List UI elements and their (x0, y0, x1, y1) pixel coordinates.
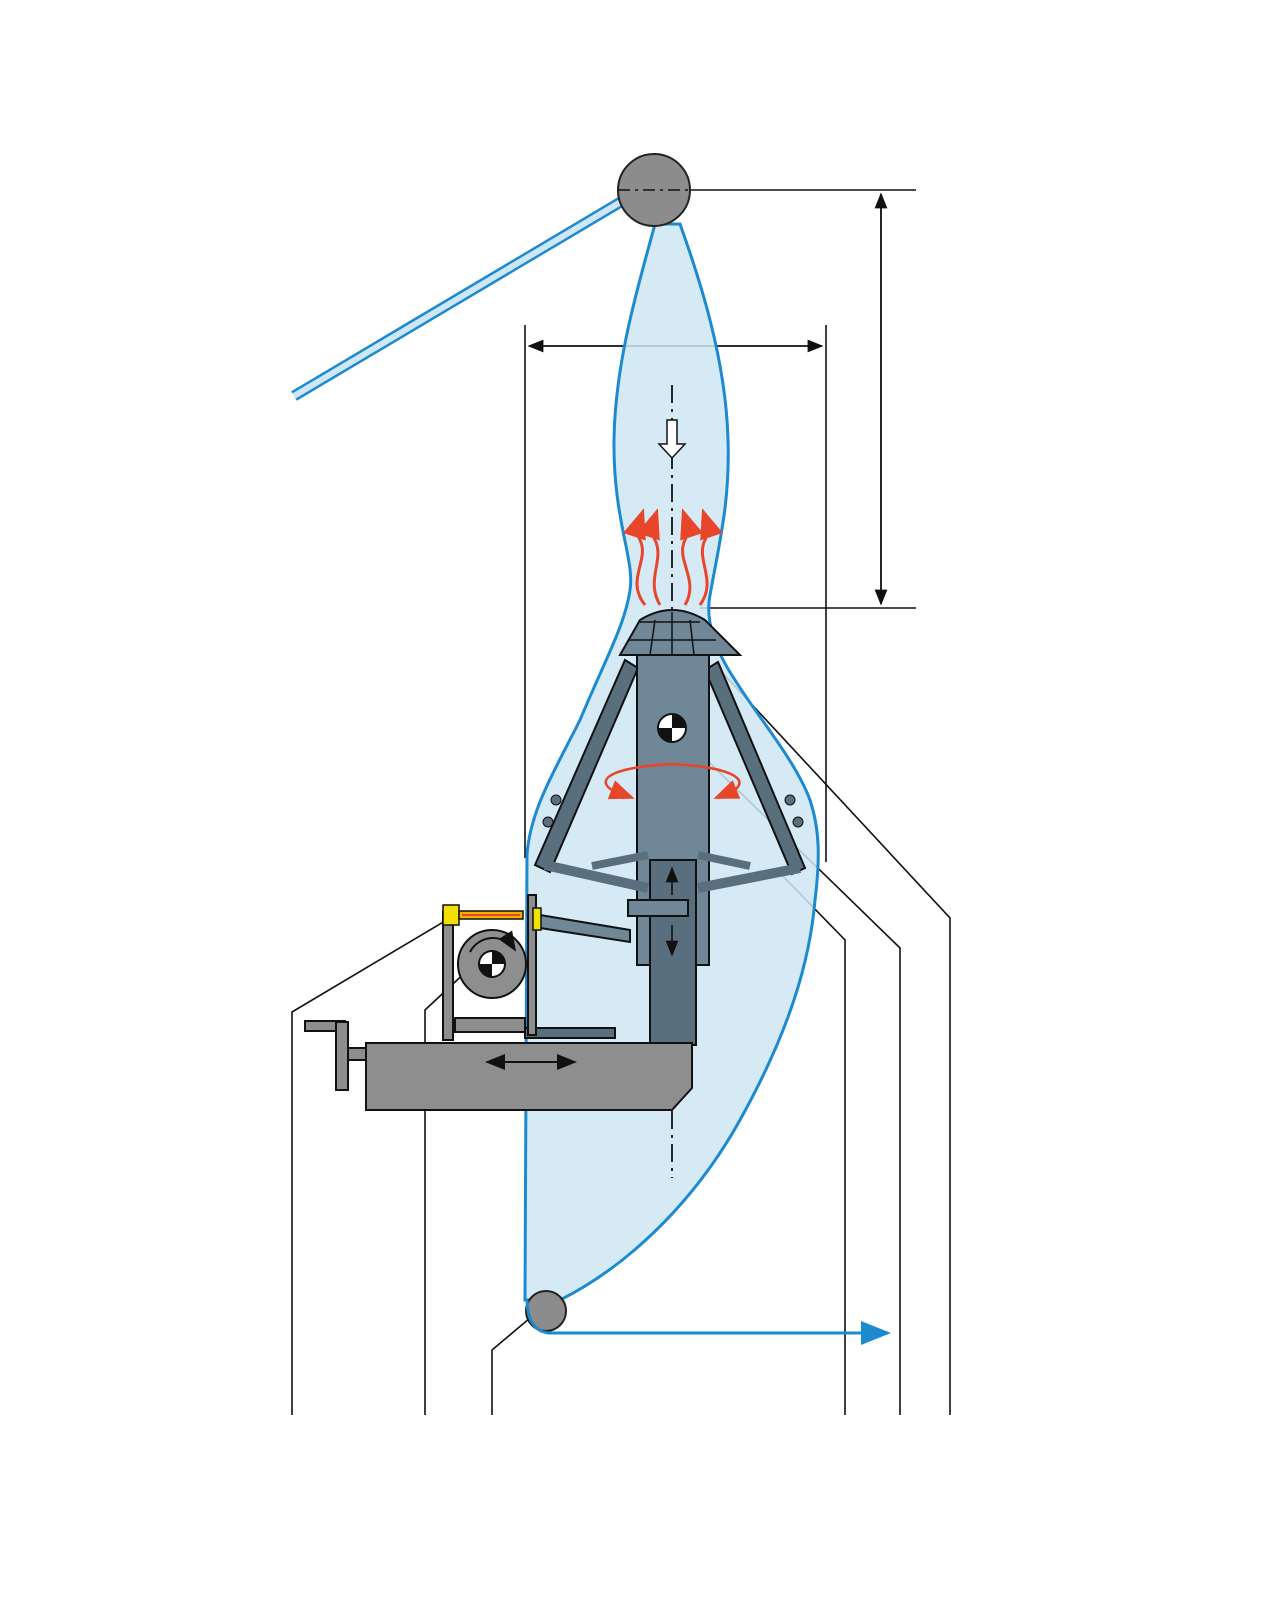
motor-center-icon (478, 950, 506, 978)
handwheel-icon (304, 1020, 367, 1091)
center-of-gravity-icon (657, 713, 687, 743)
air-flow-arrow-icon (657, 419, 687, 460)
rotation-arrows-icon (604, 762, 741, 800)
dimension-lines (524, 189, 916, 862)
cooling-ring-and-die (533, 609, 807, 1046)
sensor-icon (442, 904, 542, 931)
heat-flow-arrows-icon (623, 508, 723, 606)
